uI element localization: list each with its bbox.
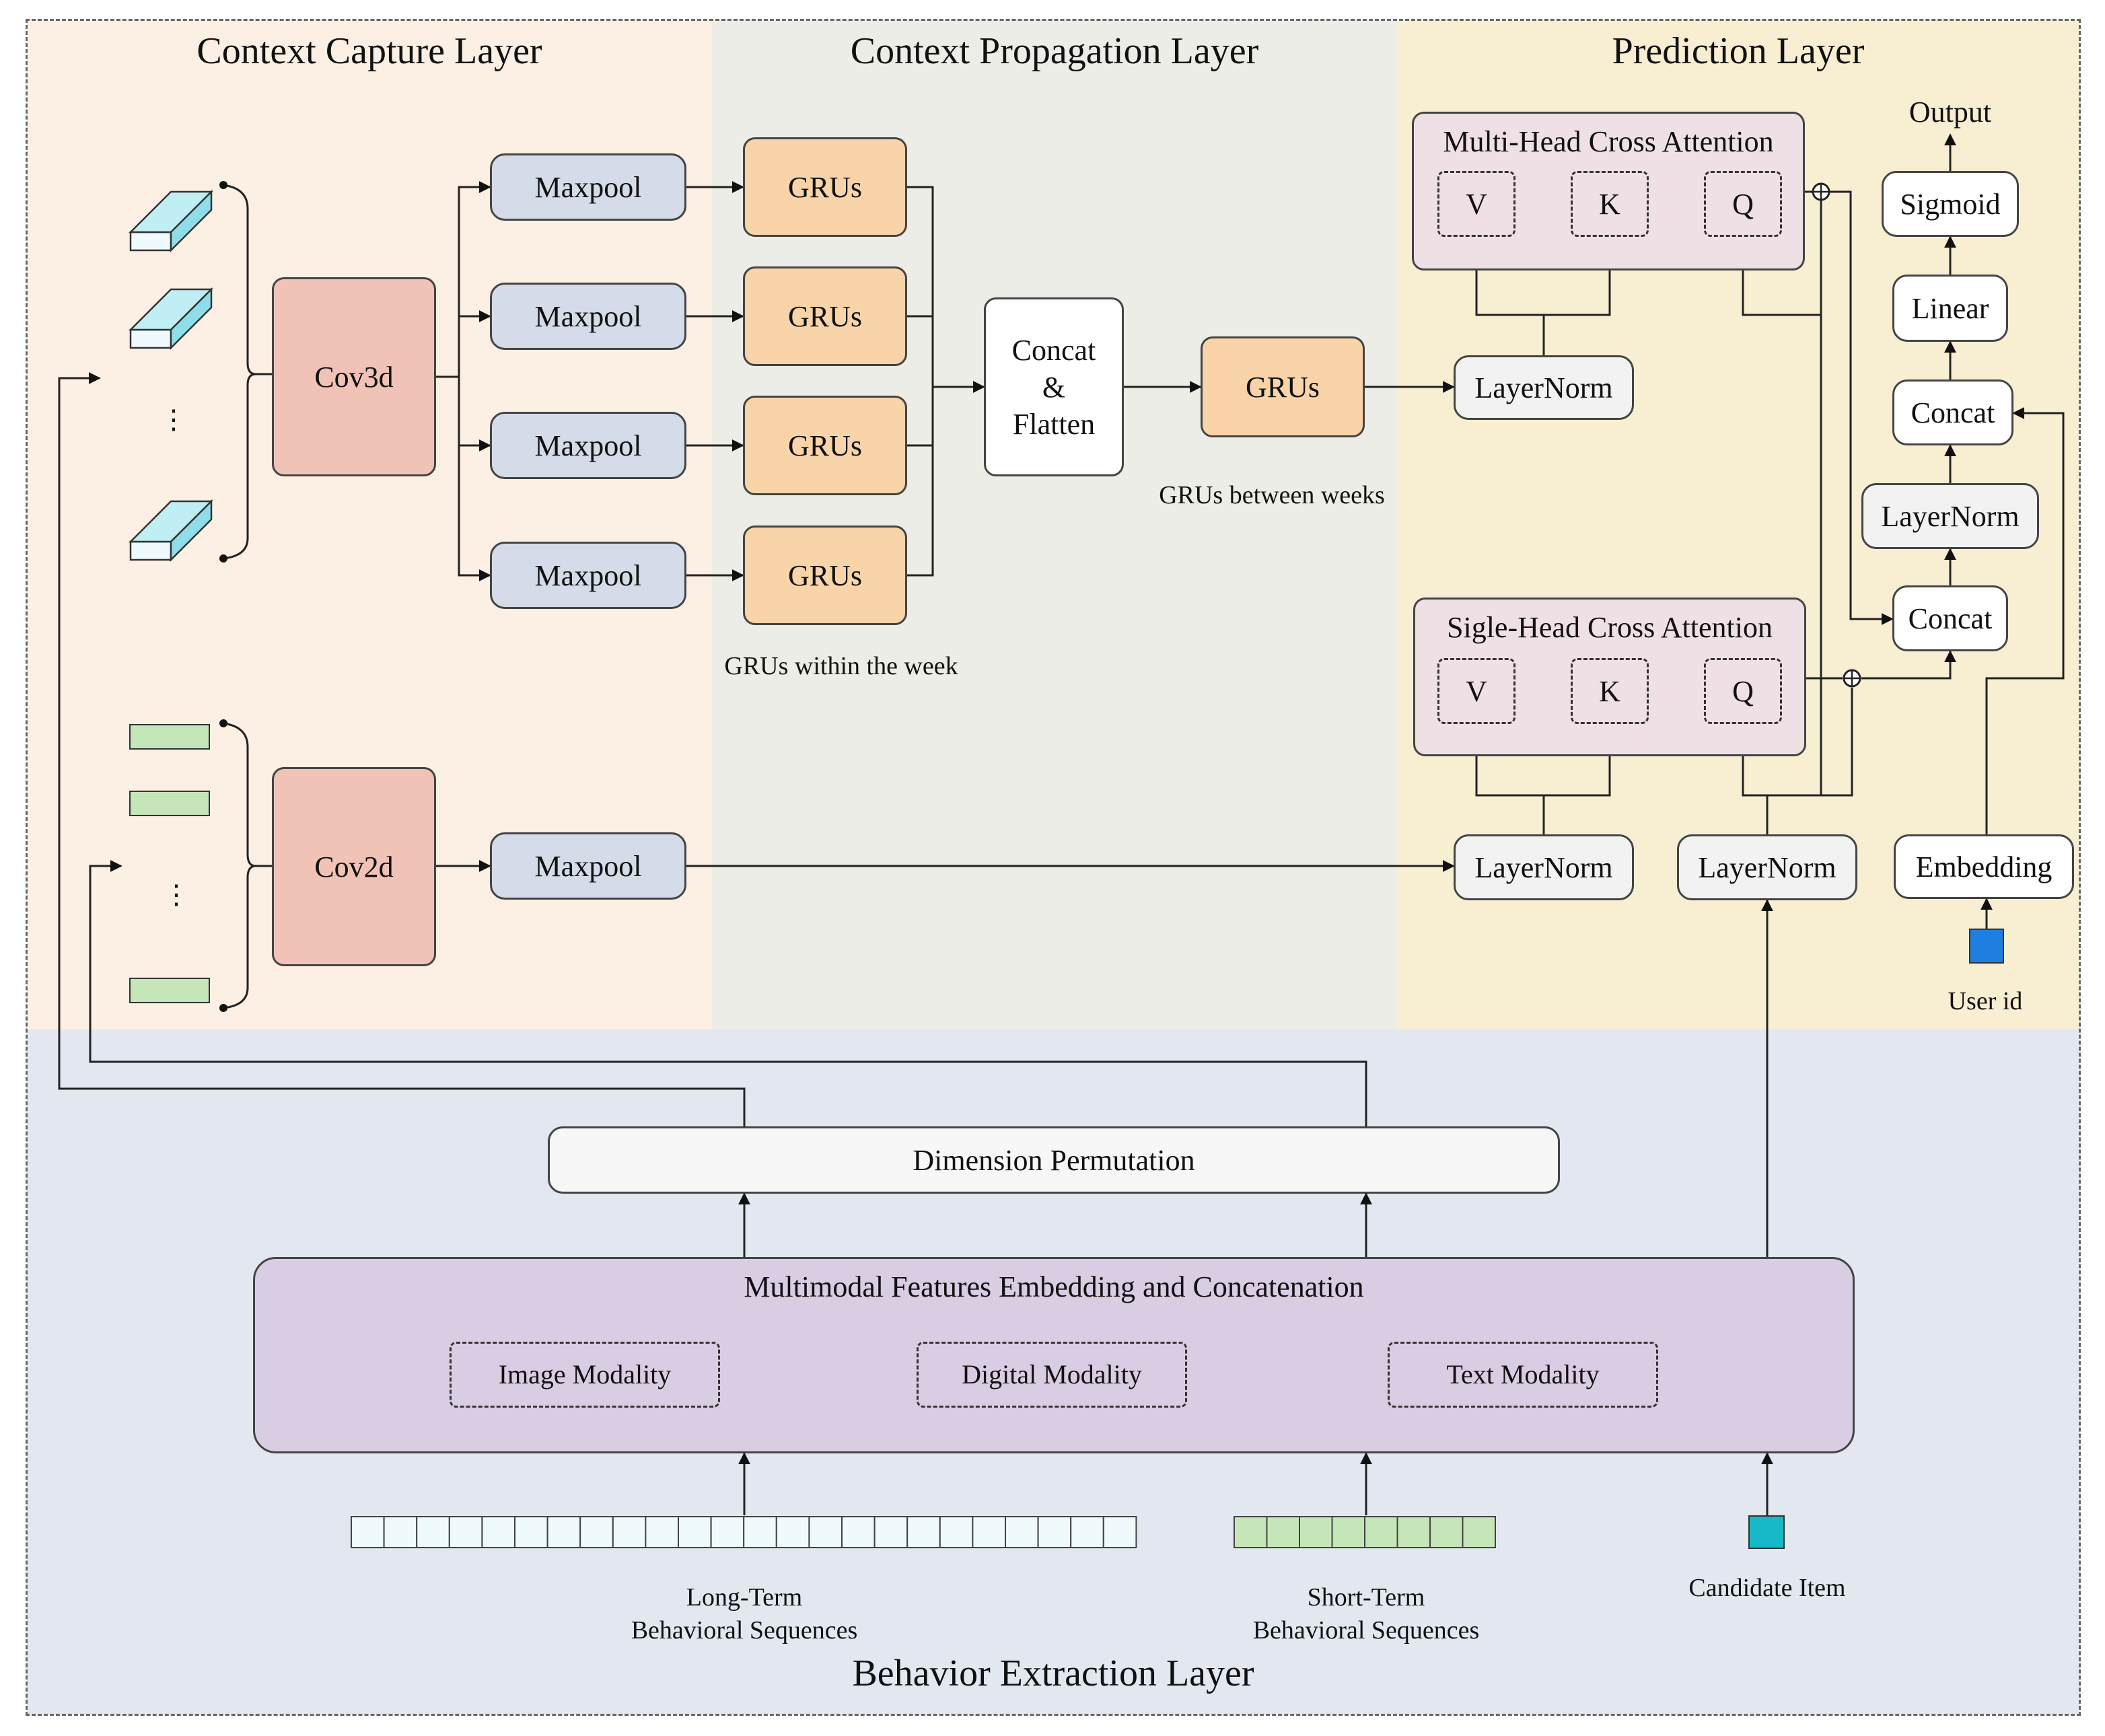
short-term-sequence-cell	[1462, 1516, 1496, 1548]
image-modality: Image Modality	[450, 1342, 720, 1408]
multimodal-title: Multimodal Features Embedding and Concat…	[744, 1270, 1364, 1303]
text-modality: Text Modality	[1388, 1342, 1658, 1408]
short-term-sequence-cell	[1364, 1516, 1398, 1548]
behavior-extraction-title: Behavior Extraction Layer	[852, 1653, 1254, 1694]
long-term-sequence-cell	[841, 1516, 876, 1548]
short-term-sequence-cell	[1299, 1516, 1333, 1548]
maxpool-3: Maxpool	[490, 412, 686, 479]
long-term-sequence-cell	[481, 1516, 516, 1548]
cov2d-block: Cov2d	[272, 767, 436, 966]
embedding-block: Embedding	[1894, 834, 2074, 899]
grus-2: GRUs	[743, 266, 907, 366]
concat-upper-block: Concat	[1892, 379, 2013, 445]
long-term-sequence-cell	[710, 1516, 745, 1548]
long-term-sequence-cell	[1037, 1516, 1072, 1548]
long-term-sequence-cell	[972, 1516, 1007, 1548]
output-label: Output	[1908, 96, 1992, 129]
green-bar-2	[129, 791, 210, 816]
long-term-sequence-cell	[775, 1516, 810, 1548]
green-bar-3	[129, 978, 210, 1003]
prediction-title: Prediction Layer	[1612, 30, 1865, 72]
multi-head-v: V	[1437, 171, 1515, 237]
long-term-sequence-cell	[906, 1516, 941, 1548]
long-term-sequence-cell	[1102, 1516, 1137, 1548]
grus-4: GRUs	[743, 526, 907, 625]
long-term-sequence-cell	[939, 1516, 974, 1548]
grus-between-weeks-label: GRUs between weeks	[1159, 481, 1385, 509]
single-head-v: V	[1437, 658, 1515, 724]
digital-modality: Digital Modality	[917, 1342, 1187, 1408]
long-term-sequence-cell	[546, 1516, 581, 1548]
ellipsis-2d: ⋮	[163, 879, 190, 910]
layernorm-output: LayerNorm	[1861, 483, 2039, 549]
layernorm-2d: LayerNorm	[1454, 834, 1634, 900]
multi-head-k: K	[1571, 171, 1649, 237]
grus-within-week-label: GRUs within the week	[724, 652, 958, 680]
multi-head-q: Q	[1704, 171, 1782, 237]
sigmoid-block: Sigmoid	[1882, 171, 2019, 237]
long-term-sequence-cell	[808, 1516, 843, 1548]
multi-head-title: Multi-Head Cross Attention	[1443, 125, 1774, 158]
candidate-item-label: Candidate Item	[1688, 1574, 1846, 1602]
long-term-sequence-cell	[383, 1516, 418, 1548]
dimension-permutation: Dimension Permutation	[548, 1126, 1560, 1194]
grus-3: GRUs	[743, 396, 907, 495]
long-term-sequence-cell	[514, 1516, 548, 1548]
short-term-label: Short-Term Behavioral Sequences	[1252, 1583, 1480, 1645]
long-term-label: Long-Term Behavioral Sequences	[631, 1583, 858, 1645]
long-term-sequence-cell	[351, 1516, 385, 1548]
single-head-k: K	[1571, 658, 1649, 724]
maxpool-2d: Maxpool	[490, 832, 686, 900]
long-term-sequence-cell	[678, 1516, 712, 1548]
single-head-cross-attention: Sigle-Head Cross Attention	[1413, 598, 1806, 756]
user-id-square	[1969, 929, 2004, 964]
long-term-sequence-cell	[1005, 1516, 1039, 1548]
short-term-sequence-cell	[1396, 1516, 1431, 1548]
layernorm-top: LayerNorm	[1454, 355, 1634, 420]
grus-between-weeks: GRUs	[1201, 336, 1365, 437]
outer-dashed-border	[26, 19, 2081, 1716]
concat-lower-block: Concat	[1892, 585, 2008, 651]
concat-flatten-block: Concat & Flatten	[984, 297, 1124, 476]
maxpool-1: Maxpool	[490, 153, 686, 221]
layernorm-candidate: LayerNorm	[1677, 834, 1857, 900]
long-term-sequence-cell	[612, 1516, 647, 1548]
short-term-sequence-cell	[1234, 1516, 1268, 1548]
candidate-item-square	[1748, 1515, 1785, 1549]
long-term-sequence-cell	[1070, 1516, 1104, 1548]
context-propagation-title: Context Propagation Layer	[850, 30, 1259, 72]
short-term-sequence-cell	[1266, 1516, 1300, 1548]
long-term-sequence-cell	[448, 1516, 483, 1548]
ellipsis-3d: ⋮	[160, 404, 187, 435]
user-id-label: User id	[1948, 987, 2023, 1015]
multimodal-embedding: Multimodal Features Embedding and Concat…	[253, 1257, 1855, 1453]
grus-1: GRUs	[743, 137, 907, 237]
long-term-sequence-cell	[416, 1516, 450, 1548]
maxpool-4: Maxpool	[490, 542, 686, 609]
long-term-sequence-cell	[579, 1516, 614, 1548]
single-head-q: Q	[1704, 658, 1782, 724]
long-term-sequence-cell	[873, 1516, 908, 1548]
multi-head-cross-attention: Multi-Head Cross Attention	[1412, 112, 1805, 270]
short-term-sequence-cell	[1331, 1516, 1365, 1548]
short-term-sequence-cell	[1429, 1516, 1464, 1548]
single-head-title: Sigle-Head Cross Attention	[1447, 611, 1773, 644]
cov3d-block: Cov3d	[272, 277, 436, 476]
long-term-sequence-cell	[743, 1516, 777, 1548]
maxpool-2: Maxpool	[490, 283, 686, 350]
green-bar-1	[129, 724, 210, 750]
context-capture-title: Context Capture Layer	[197, 30, 542, 72]
linear-block: Linear	[1892, 275, 2008, 342]
long-term-sequence-cell	[645, 1516, 680, 1548]
